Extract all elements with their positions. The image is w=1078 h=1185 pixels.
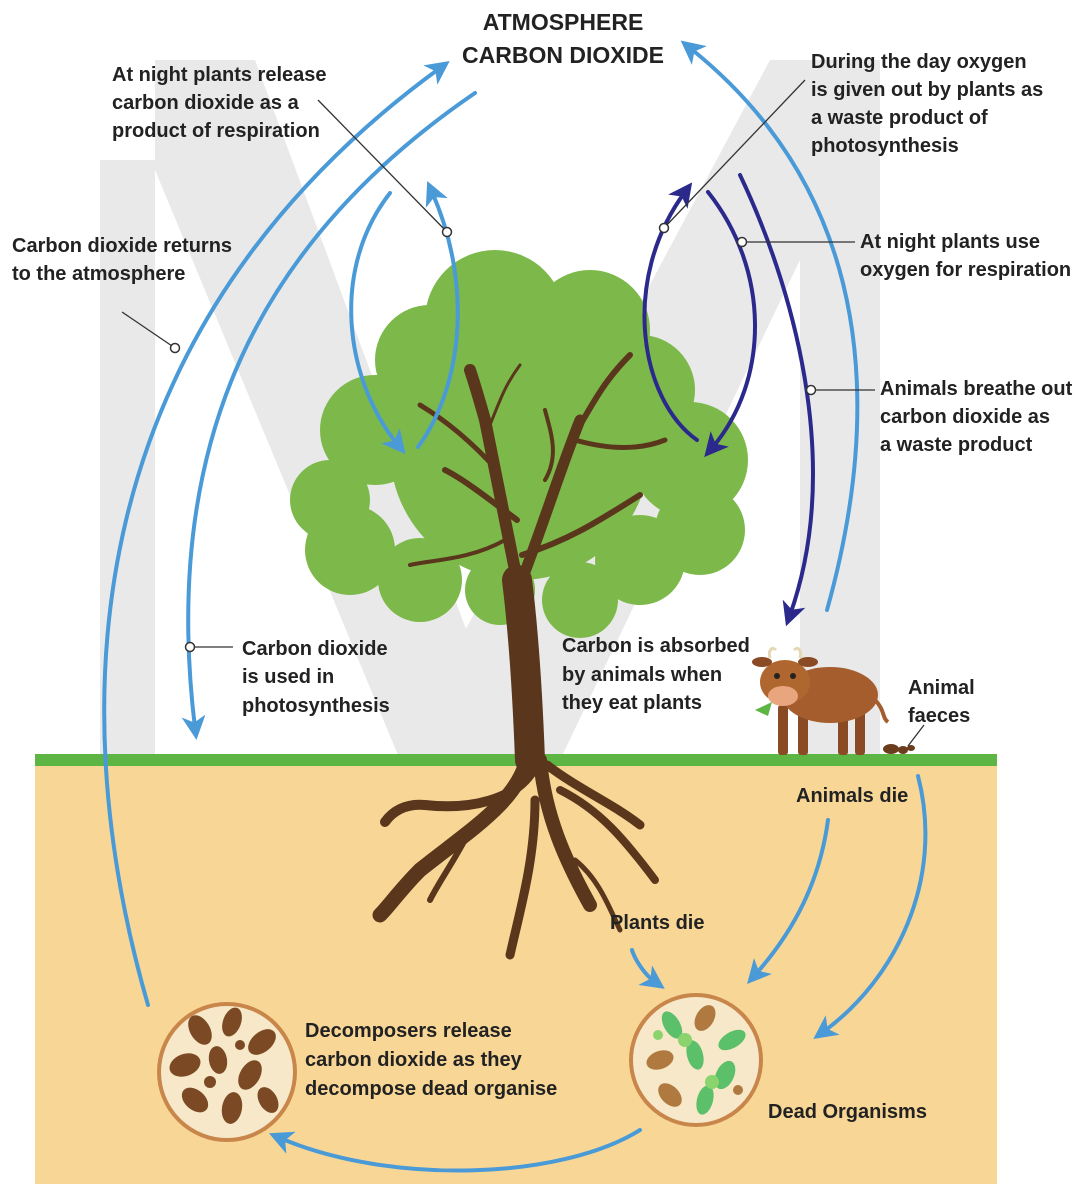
label-line: is given out by plants as — [811, 79, 1043, 101]
label-animals-breathe: Animals breathe out carbon dioxide as a … — [880, 378, 1073, 456]
label-line: decompose dead organise — [305, 1078, 557, 1100]
label-line: faeces — [908, 705, 970, 727]
dead-organisms-circle — [631, 995, 761, 1125]
decomposers-circle — [159, 1004, 295, 1140]
label-line: photosynthesis — [242, 695, 390, 717]
label-line: carbon dioxide as a — [112, 92, 300, 114]
label-night-use: At night plants use oxygen for respirati… — [860, 231, 1071, 281]
label-line: carbon dioxide as — [880, 406, 1050, 428]
label-line: oxygen for respiration — [860, 259, 1071, 281]
label-animal-faeces: Animal faeces — [908, 677, 975, 727]
label-line: they eat plants — [562, 692, 702, 714]
label-line: Carbon is absorbed — [562, 635, 750, 657]
label-line: product of respiration — [112, 120, 320, 142]
label-animals-die: Animals die — [796, 785, 908, 807]
label-line: During the day oxygen — [811, 51, 1027, 73]
label-line: by animals when — [562, 664, 722, 686]
label-line: carbon dioxide as they — [305, 1049, 523, 1071]
label-line: to the atmosphere — [12, 263, 185, 285]
label-line: Decomposers release — [305, 1020, 512, 1042]
diagram-title: ATMOSPHERE CARBON DIOXIDE — [462, 9, 664, 68]
label-line: Animals breathe out — [880, 378, 1073, 400]
label-night-release: At night plants release carbon dioxide a… — [112, 64, 327, 142]
label-line: a waste product of — [811, 107, 988, 129]
label-line: Carbon dioxide — [242, 638, 388, 660]
label-plants-die: Plants die — [610, 912, 704, 934]
label-carbon-absorbed: Carbon is absorbed by animals when they … — [562, 635, 750, 714]
label-line: At night plants use — [860, 231, 1040, 253]
label-dead-organisms: Dead Organisms — [768, 1101, 927, 1123]
label-line: photosynthesis — [811, 135, 959, 157]
title-line-1: ATMOSPHERE — [483, 9, 644, 35]
animal-faeces — [883, 744, 915, 754]
label-line: is used in — [242, 666, 334, 688]
title-line-2: CARBON DIOXIDE — [462, 42, 664, 68]
label-line: Animal — [908, 677, 975, 699]
label-line: At night plants release — [112, 64, 327, 86]
label-line: a waste product — [880, 434, 1033, 456]
label-line: Carbon dioxide returns — [12, 235, 232, 257]
